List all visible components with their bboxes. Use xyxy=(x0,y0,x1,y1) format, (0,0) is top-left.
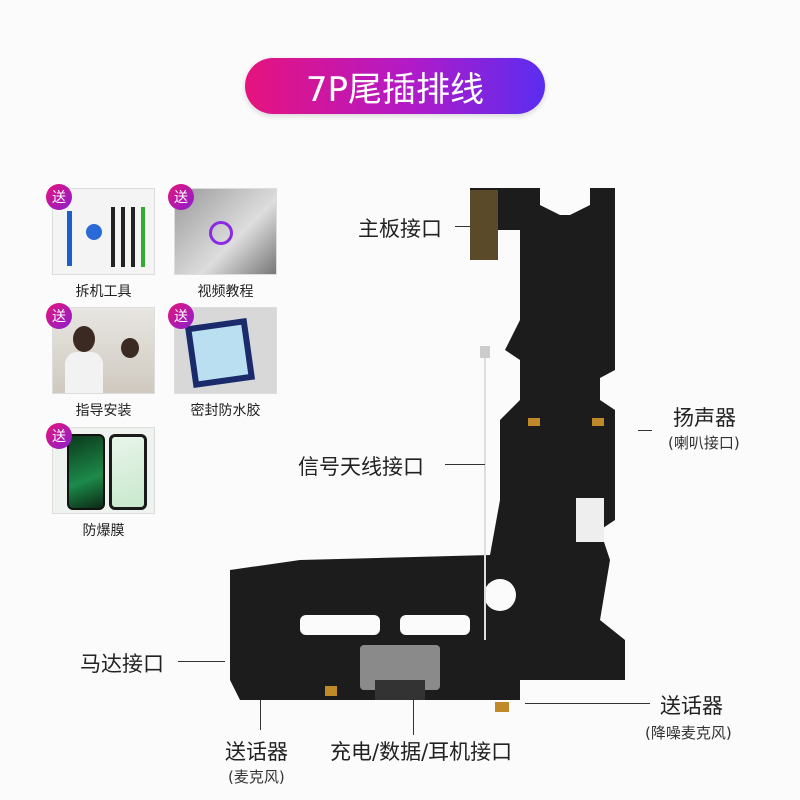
flex-cable-body xyxy=(230,188,625,700)
gift-label: 指导安装 xyxy=(75,403,132,419)
gift-badge: 送 xyxy=(46,423,72,449)
charging-port-label: 充电/数据/耳机接口 xyxy=(330,740,513,764)
gift-label: 视频教程 xyxy=(197,284,254,300)
gift-badge: 送 xyxy=(168,303,194,329)
gift-label: 拆机工具 xyxy=(75,284,132,300)
gift-label: 密封防水胶 xyxy=(190,403,261,419)
microphone-label: 送话器 xyxy=(225,740,288,764)
mainboard-connector-label: 主板接口 xyxy=(358,217,442,241)
page-title: 7P尾插排线 xyxy=(245,58,545,114)
noise-mic-label: 送话器 xyxy=(660,694,723,718)
tools-icon xyxy=(52,188,155,275)
speaker-sub-label: (喇叭接口) xyxy=(668,434,740,452)
gift-badge: 送 xyxy=(46,303,72,329)
motor-connector-label: 马达接口 xyxy=(80,652,164,676)
gift-label: 防爆膜 xyxy=(82,523,125,539)
gift-badge: 送 xyxy=(168,184,194,210)
speaker-label: 扬声器 xyxy=(673,406,736,430)
antenna-connector-label: 信号天线接口 xyxy=(298,455,424,479)
noise-mic-sub-label: (降噪麦克风) xyxy=(645,724,732,742)
microphone-sub-label: (麦克风) xyxy=(228,768,285,786)
gift-badge: 送 xyxy=(46,184,72,210)
